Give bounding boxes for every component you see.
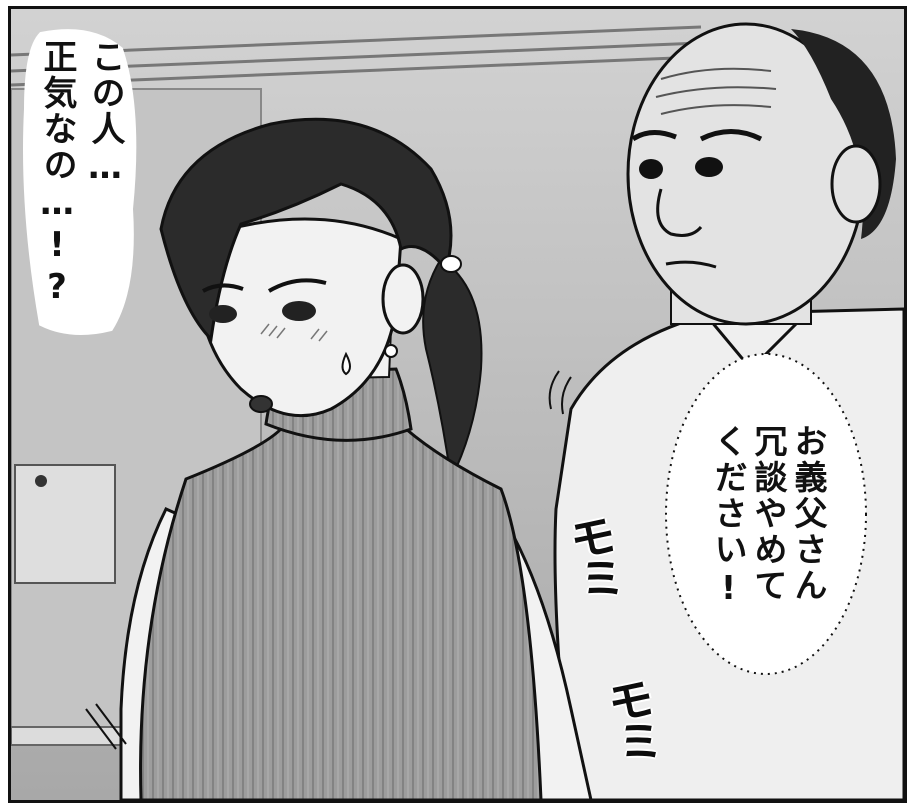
thought-text: この人… 正気なの…!? — [33, 39, 129, 309]
motion-lines — [85, 370, 572, 750]
speech-line-3: ください! — [709, 424, 748, 610]
woman-brow-right — [267, 278, 327, 293]
pin — [35, 475, 47, 487]
speech-text: お義父さん 冗談やめて ください! — [708, 424, 828, 610]
speech-bubble — [665, 353, 867, 675]
man-brow-left — [631, 130, 677, 142]
woman-earring — [384, 344, 398, 358]
forehead-wrinkles — [655, 67, 777, 115]
notice-board — [14, 464, 116, 584]
man-nose — [656, 188, 703, 237]
man-mouth — [665, 260, 717, 269]
woman-ear — [381, 263, 425, 335]
man-brow-right — [699, 129, 763, 142]
panel-artwork — [11, 9, 904, 800]
woman-hair — [159, 117, 453, 343]
woman-eye-left — [209, 305, 237, 323]
thought-line-2: 正気なの…!? — [37, 39, 77, 309]
manga-panel: この人… 正気なの…!? お義父さん 冗談やめて ください! モミ モミ — [8, 6, 907, 803]
woman-blush — [260, 323, 328, 342]
man-ear — [830, 144, 882, 224]
speech-line-2: 冗談やめて — [749, 424, 788, 604]
woman-sweater — [139, 427, 543, 800]
speech-line-1: お義父さん — [789, 424, 828, 604]
thought-line-1: この人… — [85, 39, 125, 189]
woman-mouth — [249, 395, 273, 413]
man-eye-left — [639, 159, 663, 179]
man-eye-right — [695, 157, 723, 177]
woman-eye-right — [282, 301, 316, 321]
woman-figure — [119, 117, 593, 800]
woman-hair-tie — [440, 255, 462, 273]
thought-bubble — [23, 29, 137, 335]
woman-sweat-drop — [341, 351, 351, 376]
woman-brow-left — [202, 283, 244, 293]
